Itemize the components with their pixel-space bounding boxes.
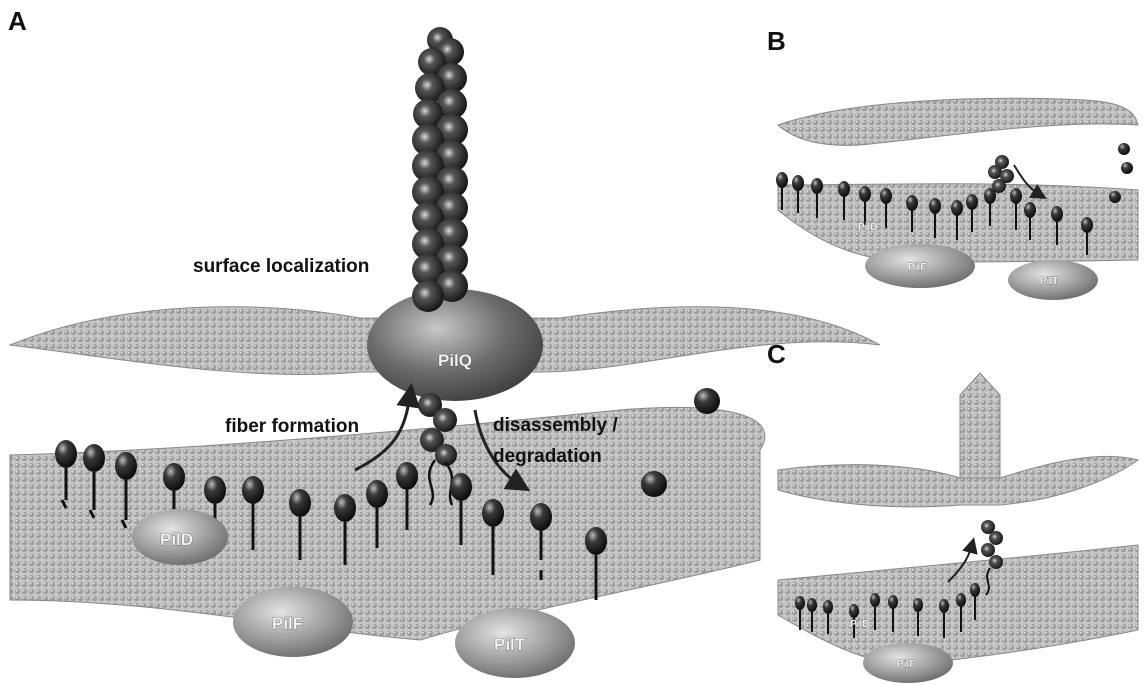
free-pilin <box>641 471 667 497</box>
pilq-label: PilQ <box>438 351 472 370</box>
pilf-label-a: PilF <box>272 614 303 633</box>
panel-b: B PilD <box>767 26 1138 300</box>
secretin-pilq <box>367 289 543 401</box>
degradation-label: degradation <box>493 446 602 467</box>
disassembly-label: disassembly / <box>493 415 618 436</box>
free-pilin <box>694 388 720 414</box>
fiber-formation-label: fiber formation <box>225 416 359 437</box>
pild-label-a: PilD <box>160 530 193 549</box>
free-pilin <box>1118 143 1130 155</box>
panel-c: C PilD PilF <box>767 339 1138 683</box>
outer-membrane-c <box>778 456 1138 507</box>
pilf-label-b: PilF <box>908 262 926 273</box>
panel-b-letter: B <box>767 26 786 56</box>
pilt-label-a: PilT <box>494 635 526 654</box>
panel-a-letter: A <box>8 6 27 36</box>
pilus-fiber <box>412 27 468 312</box>
panel-a: A PilQ <box>8 6 880 678</box>
pild-label-b: PilD <box>858 222 877 233</box>
panel-c-letter: C <box>767 339 786 369</box>
free-pilin <box>1109 191 1121 203</box>
pilt-label-b: PilT <box>1040 276 1058 287</box>
free-pilin <box>1121 162 1133 174</box>
pilf-label-c: PilF <box>897 659 915 670</box>
outer-membrane-b <box>778 98 1138 145</box>
pild-label-c: PilD <box>850 619 869 630</box>
pilus-fiber-c <box>960 373 1000 480</box>
surface-localization-label: surface localization <box>193 256 369 277</box>
